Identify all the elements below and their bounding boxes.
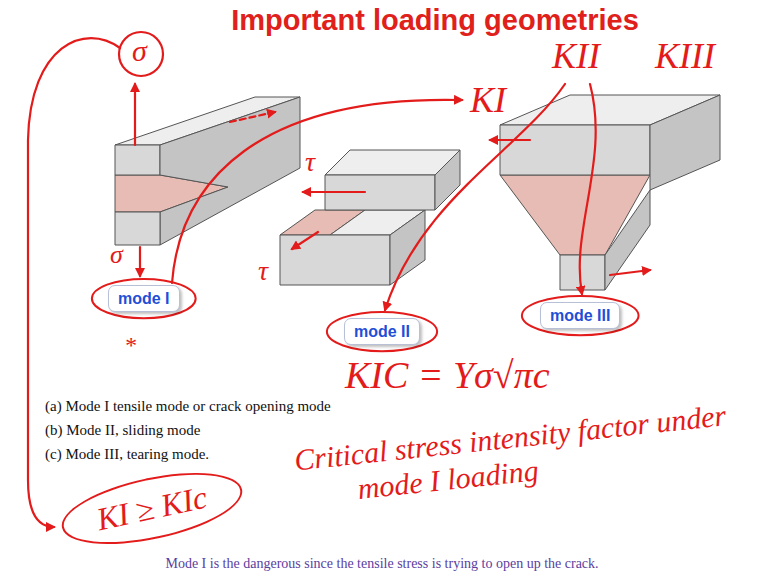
- shear-arrow: [303, 191, 365, 193]
- mode-label: mode II: [344, 318, 420, 345]
- list-item: (c) Mode III, tearing mode.: [45, 446, 209, 463]
- formula: KIC = Yσ√πc: [345, 354, 550, 398]
- intensity-symbol: KII: [552, 36, 600, 77]
- shear-symbol: τ: [258, 255, 268, 287]
- annotation-ellipse: [327, 312, 437, 351]
- node-text: mode II: [354, 323, 410, 340]
- asterisk-mark: *: [124, 332, 136, 360]
- mode-label: mode I: [108, 285, 180, 312]
- mode-one-specimen: [115, 97, 300, 245]
- shear-symbol: τ: [305, 146, 315, 178]
- list-item: (a) Mode I tensile mode or crack opening…: [45, 398, 331, 415]
- list-item: (b) Mode II, sliding mode: [45, 422, 200, 439]
- slide-caption: Mode I is the dangerous since the tensil…: [0, 556, 764, 572]
- leader-line: [172, 100, 462, 283]
- shear-arrow: [292, 232, 318, 249]
- tearing-arrow: [490, 139, 530, 141]
- slide-title: Important loading geometries: [135, 4, 735, 37]
- stress-arrow: [139, 247, 141, 276]
- annotation-ellipse: [92, 279, 196, 318]
- condition-ellipse: KI ≥ KIc: [56, 460, 248, 558]
- node-text: mode III: [550, 307, 610, 324]
- opening-arrow: [230, 112, 275, 122]
- stress-symbol: σ: [132, 34, 147, 69]
- annotation-circle: [119, 32, 163, 76]
- node-text: KI ≥ KIc: [93, 479, 210, 537]
- annotation-ellipse: [522, 296, 639, 335]
- handwritten-note: Critical stress intensity factor under m…: [293, 397, 748, 513]
- leader-line: [580, 84, 596, 294]
- stress-arrow: [134, 84, 136, 145]
- tearing-arrow: [610, 270, 650, 275]
- node-text: mode I: [118, 290, 170, 307]
- stress-symbol: σ: [110, 240, 123, 270]
- intensity-symbol: KIII: [655, 36, 715, 77]
- mode-label: mode III: [540, 302, 620, 329]
- intensity-symbol: KI: [470, 80, 506, 121]
- mode-three-specimen: [500, 95, 720, 290]
